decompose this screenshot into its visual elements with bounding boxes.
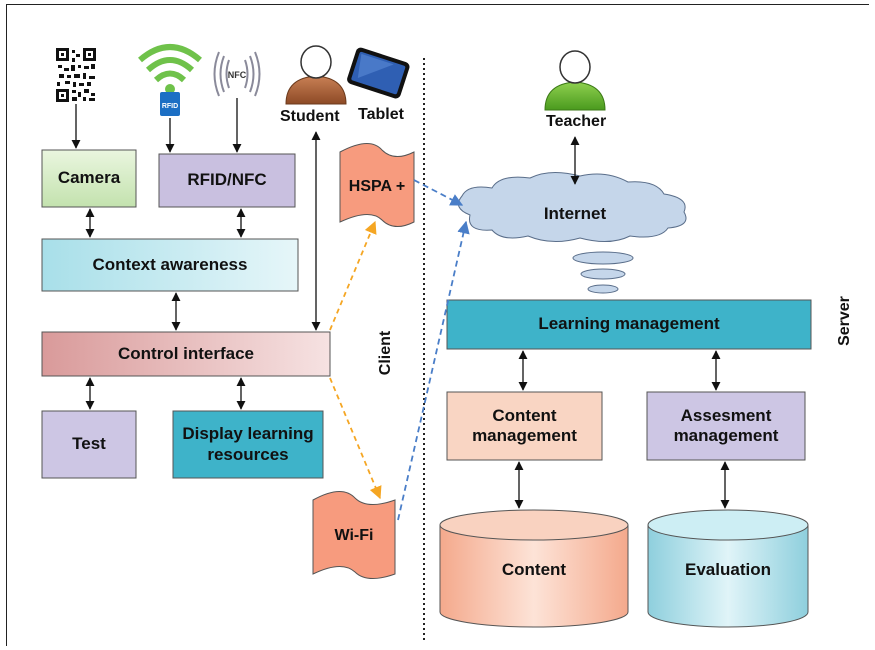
hspa-flag-shape	[339, 143, 415, 227]
wifi-box: Wi-Fi	[334, 527, 374, 545]
rfid-icon	[138, 44, 202, 116]
student-label: Student	[280, 108, 340, 125]
rfid-nfc-box: RFID/NFC	[187, 170, 267, 190]
arrow-control-hspa	[329, 220, 377, 331]
assessment-management-box: Assesment management	[673, 405, 779, 445]
evaluation-cylinder-shape	[647, 509, 809, 628]
cloud-puff-1	[572, 251, 634, 265]
display-box-bg	[172, 410, 324, 479]
content-mgmt-box-bg	[446, 391, 603, 461]
hspa-box: HSPA +	[348, 178, 406, 196]
rfid-tag-label: RFID	[162, 103, 178, 110]
camera-box-bg	[41, 149, 137, 208]
control-box-bg	[41, 331, 331, 377]
internet-cloud: Internet	[543, 203, 607, 223]
cloud-puff-2	[580, 268, 626, 280]
diagram-frame	[6, 4, 869, 646]
learning-management-box: Learning management	[538, 314, 720, 334]
server-label: Server	[836, 296, 853, 346]
tablet-icon	[347, 47, 410, 99]
client-label: Client	[377, 330, 394, 376]
context-box-bg	[41, 238, 299, 292]
arrow-wifi-internet	[397, 220, 470, 521]
arrow-hspa-internet	[413, 179, 464, 206]
assess-mgmt-box-bg	[646, 391, 806, 461]
control-interface-box: Control interface	[117, 343, 255, 363]
content-db: Content	[501, 559, 567, 579]
evaluation-db: Evaluation	[685, 559, 771, 579]
display-resources-box: Display learning resources	[182, 424, 314, 464]
cloud-puff-3	[587, 284, 619, 294]
content-cylinder-shape	[439, 509, 629, 628]
arrow-control-wifi	[329, 377, 382, 500]
student-icon	[285, 45, 347, 105]
test-box-bg	[41, 410, 137, 479]
wifi-flag-shape	[312, 491, 396, 579]
nfc-icon	[213, 51, 261, 97]
rfid-nfc-box-bg	[158, 153, 296, 208]
tablet-label: Tablet	[358, 106, 404, 123]
content-management-box: Content management	[472, 405, 577, 445]
internet-cloud-shape	[457, 172, 687, 242]
teacher-icon	[544, 50, 606, 111]
teacher-label: Teacher	[546, 113, 607, 130]
learning-box-bg	[446, 299, 812, 350]
test-box: Test	[72, 434, 106, 454]
nfc-tag-label: NFC	[228, 70, 247, 80]
qr-code-icon	[56, 48, 96, 102]
camera-box: Camera	[57, 168, 121, 188]
context-awareness-box: Context awareness	[92, 254, 248, 274]
